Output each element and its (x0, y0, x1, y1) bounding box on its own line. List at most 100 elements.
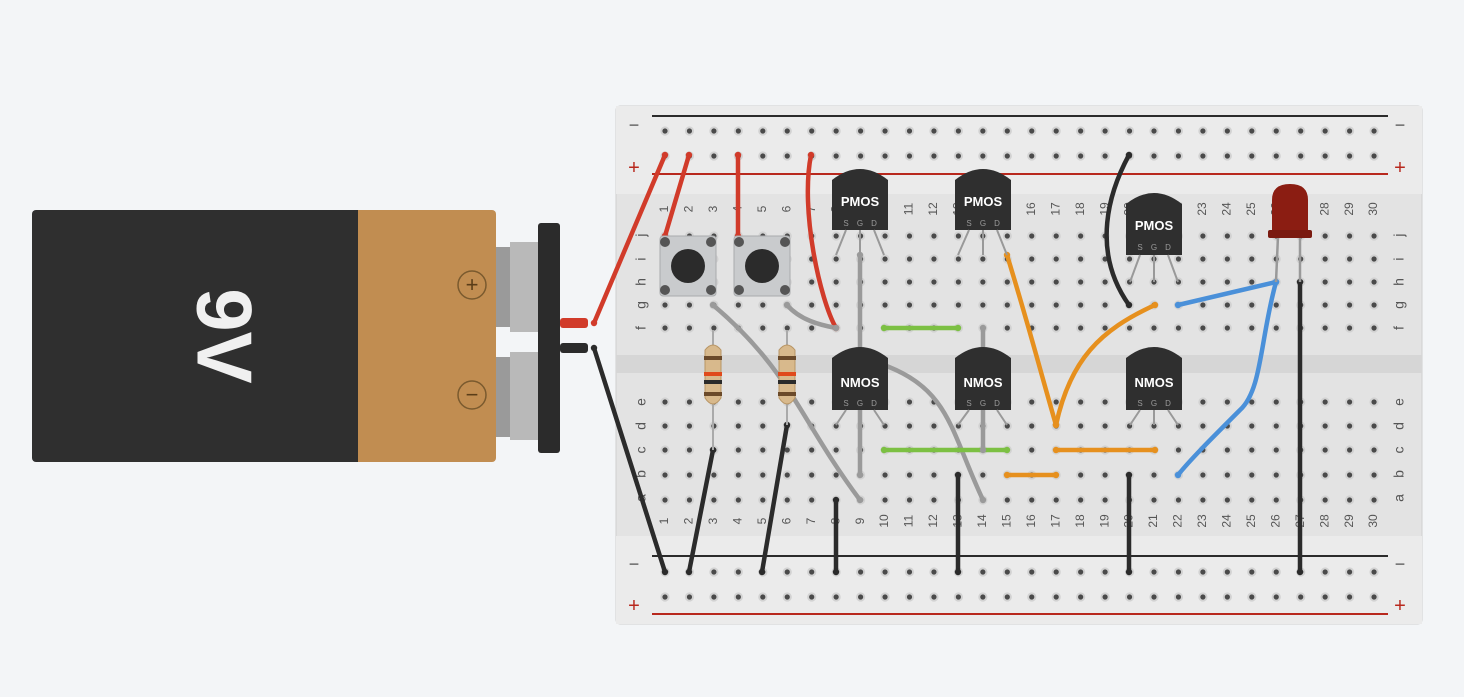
breadboard-hole[interactable] (1345, 231, 1355, 241)
breadboard-hole[interactable] (733, 495, 743, 505)
breadboard-hole[interactable] (1051, 151, 1061, 161)
breadboard-hole[interactable] (1369, 397, 1379, 407)
breadboard-hole[interactable] (1345, 592, 1355, 602)
wire-endpoint[interactable] (783, 301, 791, 309)
transistor-pmos-2[interactable]: PMOS S G D (955, 169, 1011, 256)
breadboard-hole[interactable] (1051, 495, 1061, 505)
breadboard-hole[interactable] (1198, 397, 1208, 407)
breadboard-hole[interactable] (684, 126, 695, 136)
wire-battery-minus[interactable] (591, 345, 668, 575)
breadboard-hole[interactable] (733, 470, 743, 480)
breadboard-hole[interactable] (978, 567, 988, 577)
breadboard-hole[interactable] (831, 151, 841, 161)
breadboard-hole[interactable] (758, 495, 768, 505)
breadboard-hole[interactable] (684, 495, 695, 505)
wire-black-2[interactable] (759, 422, 790, 575)
breadboard-hole[interactable] (1100, 421, 1110, 431)
wire-endpoint[interactable] (1052, 446, 1060, 454)
breadboard-hole[interactable] (1345, 254, 1355, 264)
breadboard-hole[interactable] (1173, 323, 1184, 333)
breadboard-hole[interactable] (1320, 421, 1330, 431)
breadboard-hole[interactable] (953, 151, 964, 161)
pushbutton-1-cap[interactable] (671, 249, 705, 283)
breadboard-hole[interactable] (904, 254, 915, 264)
breadboard-hole[interactable] (1320, 397, 1330, 407)
breadboard-hole[interactable] (1051, 277, 1061, 287)
breadboard-hole[interactable] (1247, 445, 1257, 455)
breadboard-hole[interactable] (904, 470, 915, 480)
breadboard-hole[interactable] (1149, 151, 1159, 161)
breadboard-hole[interactable] (733, 567, 743, 577)
breadboard-hole[interactable] (1100, 397, 1110, 407)
breadboard-hole[interactable] (880, 567, 890, 577)
breadboard-hole[interactable] (1345, 567, 1355, 577)
breadboard-hole[interactable] (709, 126, 719, 136)
wire-endpoint[interactable] (1151, 446, 1159, 454)
wire-endpoint[interactable] (1003, 446, 1011, 454)
wire-endpoint[interactable] (832, 496, 840, 504)
breadboard-hole[interactable] (904, 277, 915, 287)
breadboard-hole[interactable] (1124, 592, 1135, 602)
breadboard-hole[interactable] (831, 445, 841, 455)
breadboard-hole[interactable] (1124, 277, 1135, 287)
wire-blue-1[interactable] (1175, 279, 1279, 308)
breadboard-hole[interactable] (1247, 126, 1257, 136)
wire-black-7[interactable] (1104, 152, 1132, 308)
breadboard-hole[interactable] (880, 300, 890, 310)
breadboard-hole[interactable] (1247, 231, 1257, 241)
breadboard-hole[interactable] (1320, 592, 1330, 602)
breadboard-hole[interactable] (807, 126, 817, 136)
breadboard-hole[interactable] (1369, 567, 1379, 577)
breadboard-hole[interactable] (953, 592, 964, 602)
breadboard-hole[interactable] (1124, 254, 1135, 264)
breadboard-hole[interactable] (1100, 470, 1110, 480)
breadboard-hole[interactable] (1345, 495, 1355, 505)
breadboard-hole[interactable] (1027, 126, 1037, 136)
breadboard-hole[interactable] (1247, 151, 1257, 161)
breadboard-hole[interactable] (660, 445, 670, 455)
breadboard-hole[interactable] (1051, 300, 1061, 310)
breadboard-hole[interactable] (684, 323, 695, 333)
breadboard-hole[interactable] (904, 567, 915, 577)
breadboard-hole[interactable] (1002, 126, 1012, 136)
breadboard-hole[interactable] (1320, 300, 1330, 310)
breadboard-hole[interactable] (1027, 567, 1037, 577)
breadboard-hole[interactable] (831, 254, 841, 264)
breadboard-hole[interactable] (1222, 231, 1232, 241)
breadboard-hole[interactable] (807, 323, 817, 333)
wire-red-1[interactable] (662, 152, 692, 239)
breadboard-hole[interactable] (831, 277, 841, 287)
wire-endpoint[interactable] (1296, 568, 1304, 576)
breadboard-hole[interactable] (1222, 445, 1232, 455)
breadboard-hole[interactable] (758, 445, 768, 455)
wire-endpoint[interactable] (685, 151, 693, 159)
breadboard-hole[interactable] (904, 495, 915, 505)
breadboard-hole[interactable] (1002, 421, 1012, 431)
breadboard-hole[interactable] (880, 151, 890, 161)
breadboard-hole[interactable] (1027, 231, 1037, 241)
breadboard-hole[interactable] (1076, 126, 1086, 136)
breadboard-hole[interactable] (1002, 567, 1012, 577)
breadboard-hole[interactable] (807, 300, 817, 310)
breadboard-hole[interactable] (856, 567, 866, 577)
breadboard-hole[interactable] (1100, 323, 1110, 333)
breadboard-hole[interactable] (1173, 567, 1184, 577)
breadboard-hole[interactable] (1076, 495, 1086, 505)
breadboard-hole[interactable] (1247, 277, 1257, 287)
breadboard-hole[interactable] (782, 567, 792, 577)
wire-endpoint[interactable] (709, 301, 717, 309)
breadboard-hole[interactable] (978, 592, 988, 602)
breadboard-hole[interactable] (856, 592, 866, 602)
breadboard-hole[interactable] (1076, 592, 1086, 602)
breadboard-hole[interactable] (929, 277, 939, 287)
breadboard-hole[interactable] (880, 231, 890, 241)
breadboard-hole[interactable] (1076, 231, 1086, 241)
wire-gray-4[interactable] (881, 362, 986, 503)
breadboard-hole[interactable] (1100, 567, 1110, 577)
wire-orange-2[interactable] (1053, 302, 1158, 428)
breadboard-hole[interactable] (684, 470, 695, 480)
wire-endpoint[interactable] (954, 471, 962, 479)
breadboard-hole[interactable] (831, 300, 841, 310)
wire-endpoint[interactable] (734, 151, 742, 159)
breadboard-hole[interactable] (856, 151, 866, 161)
